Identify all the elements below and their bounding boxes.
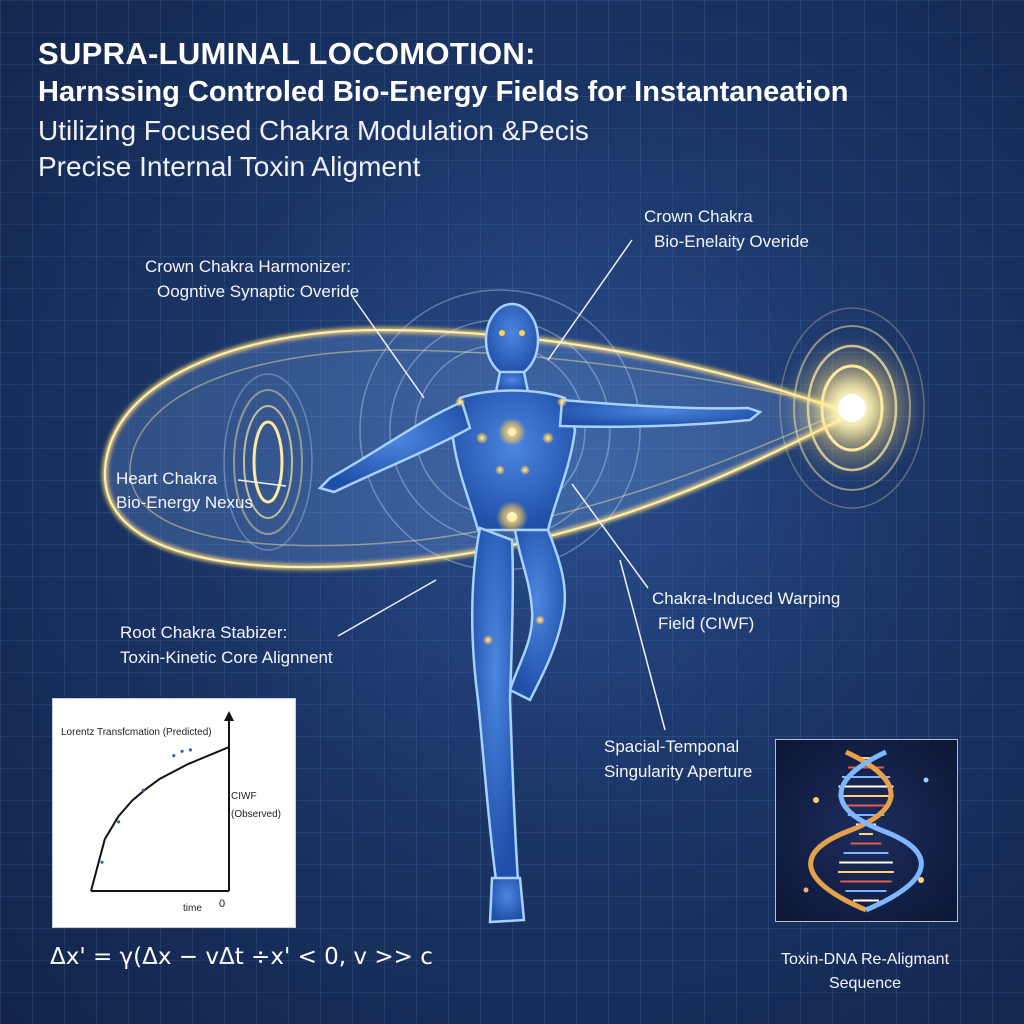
label-crown-top-line2: Bio-Enelaity Overide — [654, 232, 809, 251]
label-crown-harmonizer-line1: Crown Chakra Harmonizer: — [145, 257, 351, 276]
dna-strand-a — [808, 749, 894, 913]
label-root-line2: Toxin-Kinetic Core Alignnent — [120, 648, 333, 667]
subtitle-line-1: Utilizing Focused Chakra Modulation &Pec… — [38, 115, 589, 146]
dna-spark — [923, 777, 929, 783]
label-heart: Heart Chakra Bio-Energy Nexus — [116, 467, 253, 515]
label-spacial-line2: Singularity Aperture — [604, 762, 753, 781]
chart-point — [100, 860, 104, 864]
label-crown-harmonizer-line2: Oogntive Synaptic Overide — [157, 282, 360, 301]
dna-caption-line1: Toxin-DNA Re-Aligmant — [780, 951, 950, 968]
chakra-points — [455, 397, 567, 645]
dna-helix — [803, 749, 929, 913]
chart-point — [180, 749, 184, 753]
chart-x-label: time — [183, 903, 202, 914]
chart-title: Lorentz Transfcmation (Predicted) — [61, 727, 212, 738]
lorentz-chart: Lorentz Transfcmation (Predicted) CIWF (… — [52, 698, 296, 928]
glowing-eyes — [499, 330, 525, 336]
chart-series-line — [90, 746, 230, 892]
label-crown-harmonizer: Crown Chakra Harmonizer: Oogntive Synapt… — [145, 254, 359, 304]
dna-spark — [803, 887, 809, 893]
right-portal — [779, 307, 925, 509]
lorentz-chart-svg: Lorentz Transfcmation (Predicted) CIWF (… — [61, 711, 281, 914]
chart-zero-label: 0 — [219, 898, 225, 910]
label-heart-line1: Heart Chakra — [116, 469, 218, 488]
chart-right-label-2: (Observed) — [231, 809, 281, 820]
label-root: Root Chakra Stabizer: Toxin-Kinetic Core… — [120, 620, 333, 670]
label-warping: Chakra-Induced Warping Field (CIWF) — [652, 586, 840, 636]
human-figure — [317, 302, 763, 924]
left-vortex — [223, 373, 313, 551]
chart-point — [141, 788, 145, 792]
dna-spark — [918, 877, 924, 883]
label-crown-top-line1: Crown Chakra — [644, 207, 753, 226]
label-spacial-line1: Spacial-Temponal — [604, 737, 740, 756]
dna-panel — [775, 739, 958, 922]
label-warping-line2: Field (CIWF) — [658, 614, 755, 633]
equation: Δx' = γ(Δx − vΔt ÷x' < 0, v >> c — [50, 944, 433, 970]
label-root-line1: Root Chakra Stabizer: — [120, 623, 288, 642]
dna-caption-line2: Sequence — [828, 975, 902, 992]
chart-point — [172, 754, 176, 758]
label-spacial: Spacial-Temponal Singularity Aperture — [604, 734, 752, 784]
chart-point — [117, 820, 121, 824]
label-crown-top: Crown Chakra Bio-Enelaity Overide — [644, 204, 809, 254]
label-warping-line1: Chakra-Induced Warping — [652, 589, 841, 608]
dna-spark — [813, 797, 819, 803]
subtitle-line-2: Precise Internal Toxin Aligment — [38, 151, 421, 182]
chart-right-label-1: CIWF — [231, 791, 257, 802]
label-heart-line2: Bio-Energy Nexus — [116, 493, 254, 512]
leader-lines — [237, 239, 666, 731]
title-line-2: Harnssing Controled Bio-Energy Fields fo… — [38, 76, 849, 108]
chart-y-arrow — [224, 711, 234, 721]
dna-caption: Toxin-DNA Re-Aligmant Sequence — [760, 948, 970, 996]
title-line-1: SUPRA-LUMINAL LOCOMOTION: — [38, 36, 536, 71]
chart-point — [188, 748, 192, 752]
dna-strand-b — [838, 749, 924, 913]
